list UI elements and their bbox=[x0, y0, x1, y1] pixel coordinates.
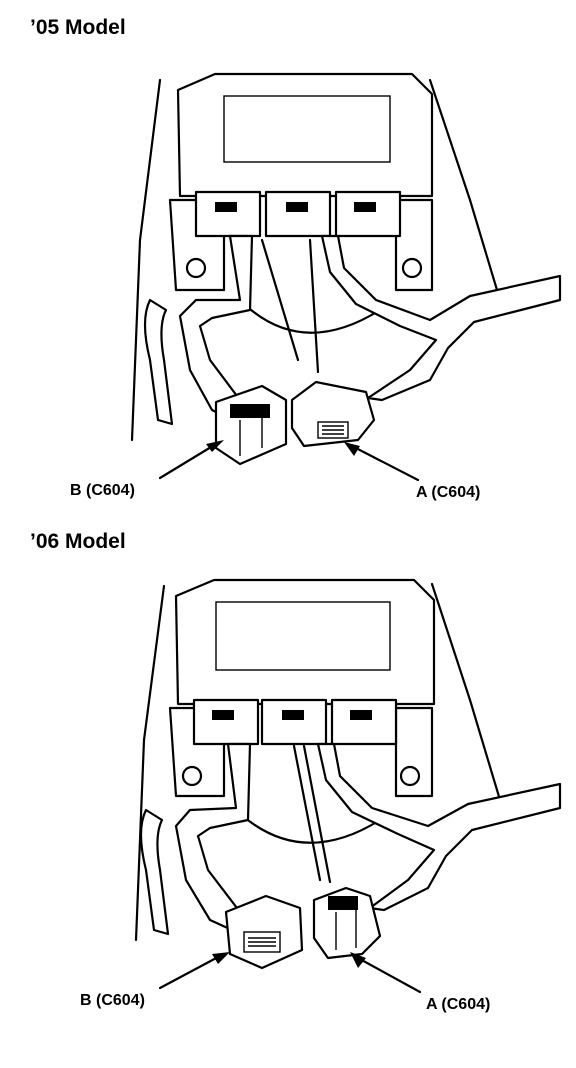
unit-label-plate bbox=[215, 601, 391, 671]
connector-b-socket-face bbox=[243, 931, 281, 953]
right-bolt-icon bbox=[399, 765, 421, 787]
console-left-wall bbox=[130, 78, 162, 442]
arrow-b-head bbox=[212, 952, 230, 964]
connector-a-pins bbox=[322, 425, 344, 435]
console-right-wall bbox=[428, 78, 502, 302]
unit-label-plate bbox=[223, 95, 391, 163]
arrow-a-head bbox=[350, 952, 366, 968]
control-unit bbox=[174, 578, 436, 706]
connector-a bbox=[290, 380, 376, 448]
center-harness-lead bbox=[260, 238, 300, 362]
arrow-a-line bbox=[350, 444, 420, 482]
arrow-b-line bbox=[158, 442, 218, 480]
harness-right bbox=[316, 742, 562, 912]
connector-a-ribs bbox=[335, 910, 357, 950]
model-05-title: ’05 Model bbox=[30, 16, 126, 39]
connector-a-latch bbox=[328, 896, 358, 910]
harness-left-loop bbox=[143, 298, 174, 426]
socket-right bbox=[330, 698, 398, 746]
center-harness-lead bbox=[292, 744, 322, 882]
socket-center-latch bbox=[286, 202, 308, 212]
socket-center bbox=[260, 698, 328, 746]
socket-right bbox=[334, 190, 402, 238]
center-harness-lead-2 bbox=[308, 238, 320, 374]
socket-left bbox=[194, 190, 262, 238]
model-06-label-a: A (C604) bbox=[426, 996, 491, 1013]
harness-left-loop bbox=[139, 808, 170, 936]
connector-b-ribs bbox=[239, 410, 263, 456]
socket-left-latch bbox=[212, 710, 234, 720]
connector-b bbox=[214, 384, 288, 466]
model-06-label-b: B (C604) bbox=[80, 992, 145, 1009]
model-05-diagram bbox=[130, 72, 562, 482]
control-unit bbox=[176, 72, 434, 198]
connector-a-socket-face bbox=[317, 421, 349, 439]
model-05-label-a: A (C604) bbox=[416, 484, 481, 501]
center-harness-lead-2 bbox=[302, 744, 332, 884]
connector-b-pins bbox=[248, 937, 276, 947]
model-05-label-b: B (C604) bbox=[70, 482, 135, 499]
socket-center bbox=[264, 190, 332, 238]
socket-right-latch bbox=[350, 710, 372, 720]
socket-left bbox=[192, 698, 260, 746]
console-left-wall bbox=[134, 584, 166, 942]
socket-center-latch bbox=[282, 710, 304, 720]
right-bolt-icon bbox=[401, 257, 423, 279]
console-right-wall bbox=[430, 582, 502, 802]
model-06-diagram bbox=[134, 578, 562, 994]
arrow-b-line bbox=[158, 954, 222, 990]
connector-b-latch bbox=[230, 404, 270, 418]
arrow-b-head bbox=[206, 440, 224, 452]
arrow-a-line bbox=[356, 956, 422, 994]
tunnel-curve bbox=[238, 298, 382, 334]
socket-right-latch bbox=[354, 202, 376, 212]
model-06-title: ’06 Model bbox=[30, 530, 126, 553]
tunnel-curve bbox=[234, 808, 382, 844]
left-bolt-icon bbox=[185, 257, 207, 279]
arrow-a-head bbox=[344, 442, 360, 456]
harness-right bbox=[320, 234, 562, 402]
left-bolt-icon bbox=[181, 765, 203, 787]
socket-left-latch bbox=[215, 202, 237, 212]
